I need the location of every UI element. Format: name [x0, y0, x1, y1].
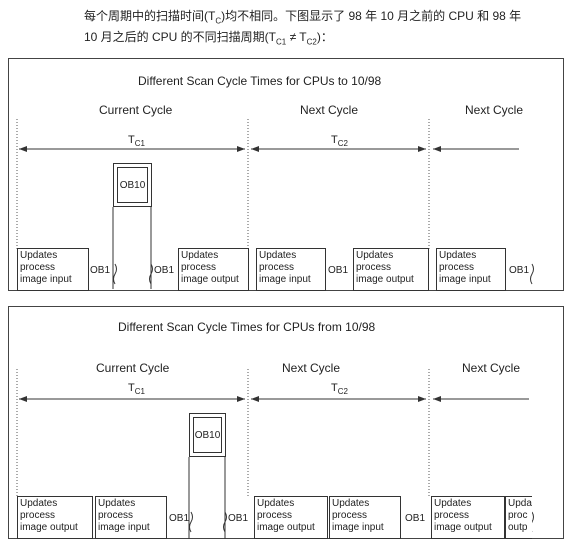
diagram-panel-to-10-98: Different Scan Cycle Times for CPUs to 1…	[8, 58, 564, 291]
panel1-ob1-d: OB1	[509, 265, 530, 276]
panel2-updates-output-1: Updates process image output	[17, 496, 93, 539]
panel2-ob1-c: OB1	[405, 513, 426, 524]
panel2-ob1-a: OB1	[169, 513, 190, 524]
diagram-panel-from-10-98: Different Scan Cycle Times for CPUs from…	[8, 306, 564, 539]
panel1-current-cycle-label: Current Cycle	[99, 103, 173, 117]
panel1-tc2-label: TC2	[331, 134, 348, 149]
panel1-ob10-block: OB10	[113, 163, 152, 207]
panel2-updates-input-1: Updates process image input	[95, 496, 167, 539]
panel2-next-cycle-label-1: Next Cycle	[282, 361, 341, 375]
panel2-next-cycle-label-2: Next Cycle	[462, 361, 521, 375]
panel1-updates-input-1: Updates process image input	[17, 248, 89, 291]
panel2-updates-output-3: Updates process image output	[431, 496, 505, 539]
panel1-updates-output-2: Updates process image output	[353, 248, 429, 291]
panel1-updates-input-3: Updates process image input	[436, 248, 506, 291]
panel1-title: Different Scan Cycle Times for CPUs to 1…	[138, 74, 382, 88]
panel2-current-cycle-label: Current Cycle	[96, 361, 170, 375]
panel2-lines	[16, 369, 534, 539]
panel1-ob1-a: OB1	[90, 265, 111, 276]
intro-paragraph: 每个周期中的扫描时间(TC)均不相同。下图显示了 98 年 10 月之前的 CP…	[84, 8, 568, 51]
panel1-updates-output-1: Updates process image output	[178, 248, 249, 291]
panel2-tc2-label: TC2	[331, 382, 348, 397]
intro-line-2: 10 月之后的 CPU 的不同扫描周期(TC1 ≠ TC2)：	[84, 30, 333, 47]
panel2-ob10-block: OB10	[189, 413, 226, 457]
panel2-updates-output-2: Updates process image output	[254, 496, 328, 539]
panel2-tc1-label: TC1	[128, 382, 145, 397]
panel1-lines	[16, 119, 534, 289]
panel1-ob1-c: OB1	[328, 265, 349, 276]
panel1-next-cycle-label-2: Next Cycle	[465, 103, 524, 117]
panel1-next-cycle-label-1: Next Cycle	[300, 103, 359, 117]
panel1-updates-input-2: Updates process image input	[256, 248, 326, 291]
panel1-ob1-b: OB1	[154, 265, 175, 276]
intro-line-1: 每个周期中的扫描时间(TC)均不相同。下图显示了 98 年 10 月之前的 CP…	[84, 9, 522, 26]
panel2-updates-input-2: Updates process image input	[329, 496, 401, 539]
panel1-tc1-label: TC1	[128, 134, 145, 149]
panel2-ob1-b: OB1	[228, 513, 249, 524]
panel2-updates-partial: Upda proc outp	[505, 496, 532, 539]
panel2-title: Different Scan Cycle Times for CPUs from…	[118, 320, 376, 334]
